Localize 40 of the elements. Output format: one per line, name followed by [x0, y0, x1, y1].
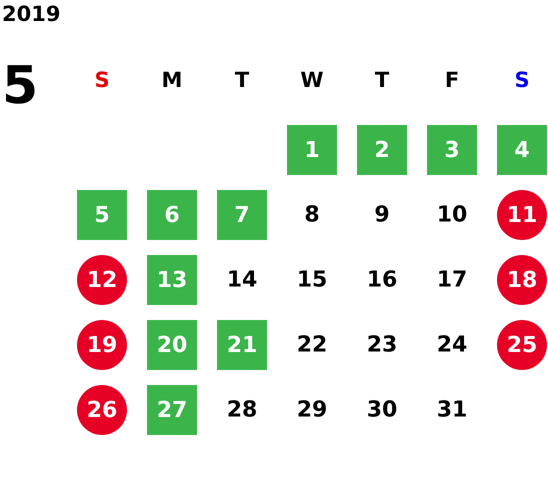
highlighted-date: 7 [217, 190, 267, 240]
date-number: 22 [296, 332, 328, 358]
date-number: 30 [366, 398, 398, 422]
date-number: 31 [436, 398, 468, 422]
date-number: 29 [296, 398, 328, 422]
date-number: 9 [374, 202, 390, 228]
month-number: 5 [2, 60, 38, 112]
highlighted-date: 3 [427, 125, 477, 175]
date-number: 17 [436, 268, 468, 292]
date-number: 23 [366, 332, 398, 358]
weekday-header: S [94, 68, 110, 92]
highlighted-date: 2 [357, 125, 407, 175]
holiday-date-circle: 25 [497, 320, 547, 370]
highlighted-date: 4 [497, 125, 547, 175]
weekday-header: T [234, 68, 250, 92]
highlighted-date: 13 [147, 255, 197, 305]
date-number: 8 [304, 202, 320, 228]
date-number: 10 [436, 202, 468, 228]
holiday-date-circle: 11 [497, 190, 547, 240]
date-number: 14 [226, 268, 258, 292]
year-label: 2019 [2, 4, 60, 25]
weekday-header: F [444, 68, 460, 92]
weekday-header: M [162, 68, 182, 92]
highlighted-date: 27 [147, 385, 197, 435]
holiday-date-circle: 19 [77, 320, 127, 370]
holiday-date-circle: 26 [77, 385, 127, 435]
holiday-date-circle: 12 [77, 255, 127, 305]
date-number: 15 [296, 268, 328, 292]
date-number: 24 [436, 332, 468, 358]
weekday-header: W [300, 68, 324, 92]
highlighted-date: 6 [147, 190, 197, 240]
date-number: 28 [226, 398, 258, 422]
highlighted-date: 5 [77, 190, 127, 240]
weekday-header: T [374, 68, 390, 92]
highlighted-date: 20 [147, 320, 197, 370]
highlighted-date: 1 [287, 125, 337, 175]
weekday-header: S [514, 68, 530, 92]
holiday-date-circle: 18 [497, 255, 547, 305]
highlighted-date: 21 [217, 320, 267, 370]
date-number: 16 [366, 268, 398, 292]
